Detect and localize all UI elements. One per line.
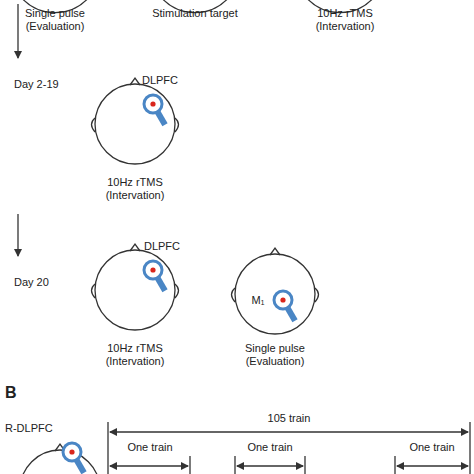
text-label: (Intervation) (106, 355, 165, 368)
text-label: (Intervation) (316, 20, 375, 33)
text-label: One train (245, 441, 294, 454)
text-label: 10Hz rTMS (107, 342, 163, 355)
text-label: One train (407, 441, 456, 454)
text-label: 10Hz rTMS (107, 176, 163, 189)
text-label: R-DLPFC (5, 422, 53, 435)
text-label: Single pulse (245, 342, 305, 355)
text-label: Day 2-19 (14, 78, 59, 91)
text-label: B (5, 386, 17, 399)
text-label: M₁ (252, 294, 265, 307)
text-label: 10Hz rTMS (317, 7, 373, 20)
text-label: (Evaluation) (26, 20, 85, 33)
text-label: Stimulation target (152, 7, 238, 20)
text-label: (Evaluation) (246, 355, 305, 368)
text-label: 105 train (266, 412, 313, 425)
text-label: One train (125, 441, 174, 454)
text-label: Day 20 (14, 276, 49, 289)
text-label: DLPFC (142, 74, 178, 87)
text-label: (Intervation) (106, 189, 165, 202)
text-label: Single pulse (25, 7, 85, 20)
text-label: DLPFC (144, 240, 180, 253)
